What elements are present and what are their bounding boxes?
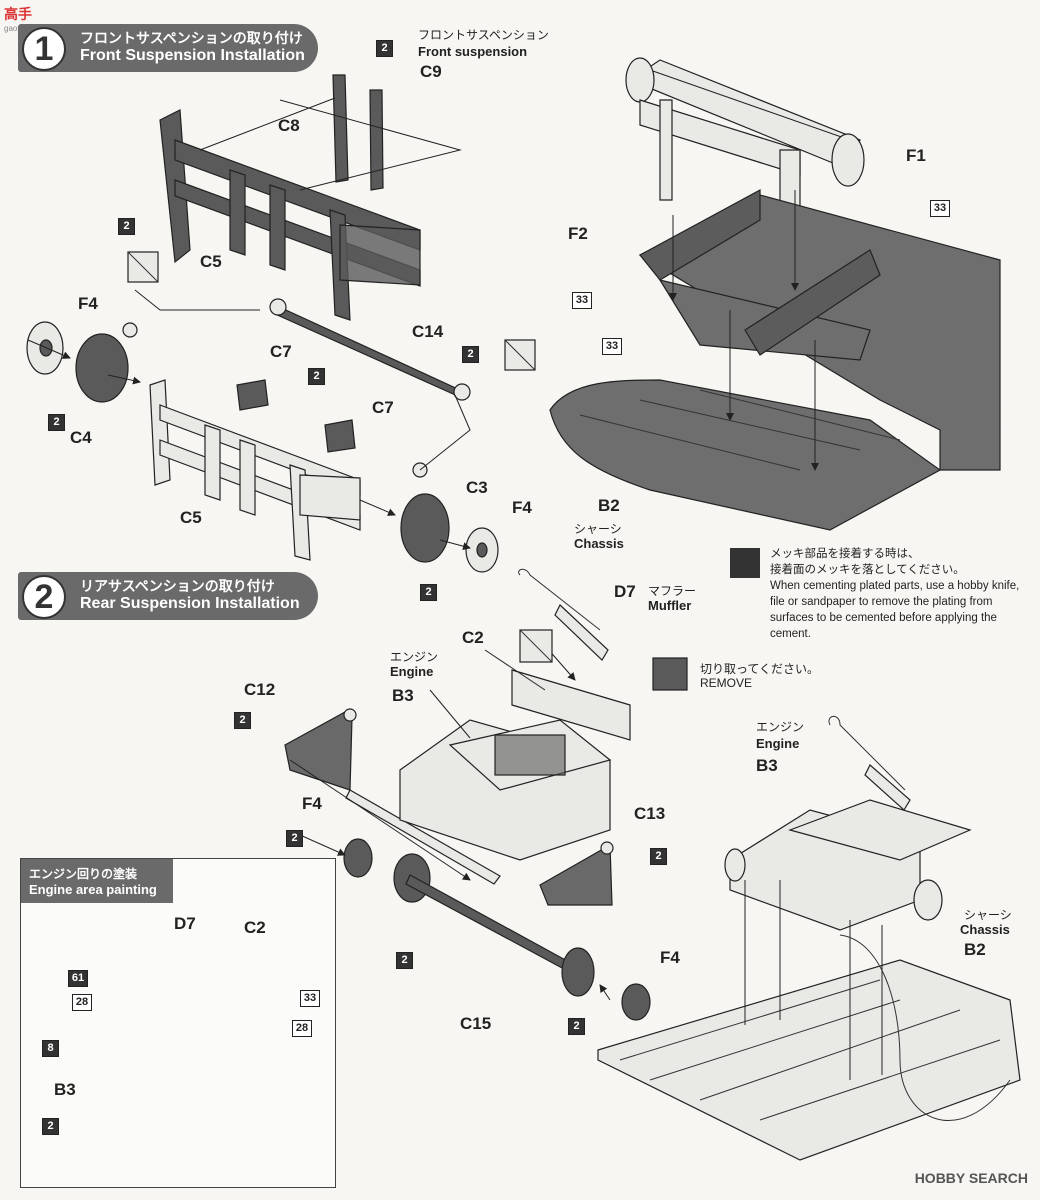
engine-painting-title-en: Engine area painting — [29, 882, 157, 897]
front-chassis-assembly — [549, 57, 1001, 531]
part-label-c7: C7 — [270, 342, 292, 361]
color-code-c15: 2 — [396, 952, 413, 969]
color-code-f4: 2 — [48, 414, 65, 431]
part-label-d7: D7 — [614, 582, 636, 601]
front-suspension-exploded — [26, 74, 536, 573]
front-suspension-callout-jp: フロントサスペンション — [418, 28, 549, 42]
chassis-callout-jp-2: シャーシ — [964, 908, 1012, 922]
paint-code-bottom: 2 — [42, 1118, 59, 1135]
engine-callout-jp: エンジン — [390, 650, 439, 664]
muffler-callout-en: Muffler — [648, 598, 692, 613]
part-label-f2: F2 — [568, 224, 588, 243]
engine-callout-en: Engine — [390, 664, 434, 679]
color-code-c3: 2 — [420, 584, 437, 601]
plating-note-jp: メッキ部品を接着する時は、 接着面のメッキを落としてください。 — [770, 548, 965, 576]
footer-watermark: HOBBY SEARCH — [914, 1170, 1028, 1186]
part-label-b3: B3 — [392, 686, 414, 705]
step1-title-jp: フロントサスペンションの取り付け — [80, 30, 303, 46]
part-label-c5b: C5 — [180, 508, 202, 527]
engine-painting-title-jp: エンジン回りの塗装 — [29, 867, 138, 881]
part-label-b2b: B2 — [964, 940, 986, 959]
engine-painting-panel: エンジン回りの塗装 Engine area painting — [20, 858, 336, 1188]
watermark-text: 高手 — [4, 6, 32, 22]
paint-label-b3: B3 — [54, 1080, 76, 1099]
part-label-b2: B2 — [598, 496, 620, 515]
part-label-f4b: F4 — [512, 498, 532, 517]
paint-code-right-top: 33 — [300, 990, 320, 1007]
color-code-f4c: 2 — [286, 830, 303, 847]
plating-note-en: When cementing plated parts, use a hobby… — [770, 580, 1020, 640]
step1-title-en: Front Suspension Installation — [80, 47, 305, 64]
color-code-c7: 2 — [308, 368, 325, 385]
step2-banner: 2 リアサスペンションの取り付け Rear Suspension Install… — [18, 572, 318, 620]
color-code-b2: 33 — [602, 338, 622, 355]
part-label-b3b: B3 — [756, 756, 778, 775]
remove-note-en: REMOVE — [700, 676, 753, 690]
front-suspension-callout-en: Front suspension — [418, 44, 528, 59]
part-label-c14: C14 — [412, 322, 444, 341]
engine-callout-jp-2: エンジン — [756, 720, 805, 734]
part-label-c7b: C7 — [372, 398, 394, 417]
engine-callout-en-2: Engine — [756, 736, 800, 751]
rear-chassis-assembly — [597, 715, 1021, 1161]
chassis-callout-en-2: Chassis — [960, 922, 1010, 937]
step1-banner: 1 フロントサスペンションの取り付け Front Suspension Inst… — [18, 24, 318, 72]
part-label-f4d: F4 — [660, 948, 680, 967]
paint-code-d7: 61 — [68, 970, 88, 987]
part-label-c15: C15 — [460, 1014, 492, 1033]
color-code-f2: 33 — [572, 292, 592, 309]
paint-label-c2: C2 — [244, 918, 266, 937]
part-label-c13: C13 — [634, 804, 666, 823]
color-code-c12: 2 — [234, 712, 251, 729]
part-label-c8: C8 — [278, 116, 300, 135]
part-label-f1: F1 — [906, 146, 926, 165]
muffler-callout-jp: マフラー — [648, 584, 697, 598]
color-code-c14: 2 — [462, 346, 479, 363]
part-label-c3: C3 — [466, 478, 488, 497]
chassis-callout-jp: シャーシ — [574, 522, 622, 536]
part-label-c9: C9 — [420, 62, 442, 81]
paint-code-right: 28 — [292, 1020, 312, 1037]
paint-label-d7: D7 — [174, 914, 196, 933]
rear-suspension-exploded — [284, 568, 688, 1021]
plating-note: メッキ部品を接着する時は、 接着面のメッキを落としてください。 When cem… — [770, 546, 1030, 642]
color-code-c8: 2 — [376, 40, 393, 57]
color-code-c5: 2 — [118, 218, 135, 235]
engine-painting-header: エンジン回りの塗装 Engine area painting — [21, 859, 173, 903]
color-code-f1: 33 — [930, 200, 950, 217]
plating-warning-icon — [730, 548, 760, 578]
step1-number: 1 — [22, 27, 66, 71]
part-label-c4: C4 — [70, 428, 92, 447]
remove-note-jp: 切り取ってください。 — [700, 662, 820, 676]
paint-code-center: 8 — [42, 1040, 59, 1057]
part-label-c2: C2 — [462, 628, 484, 647]
chassis-callout-en: Chassis — [574, 536, 624, 551]
step2-number: 2 — [22, 575, 66, 619]
part-label-c5: C5 — [200, 252, 222, 271]
color-code-f4d: 2 — [568, 1018, 585, 1035]
part-label-c12: C12 — [244, 680, 276, 699]
step2-title-en: Rear Suspension Installation — [80, 595, 300, 612]
step2-title-jp: リアサスペンションの取り付け — [80, 578, 275, 594]
part-label-f4: F4 — [78, 294, 98, 313]
color-code-c13: 2 — [650, 848, 667, 865]
paint-code-left: 28 — [72, 994, 92, 1011]
part-label-f4c: F4 — [302, 794, 322, 813]
